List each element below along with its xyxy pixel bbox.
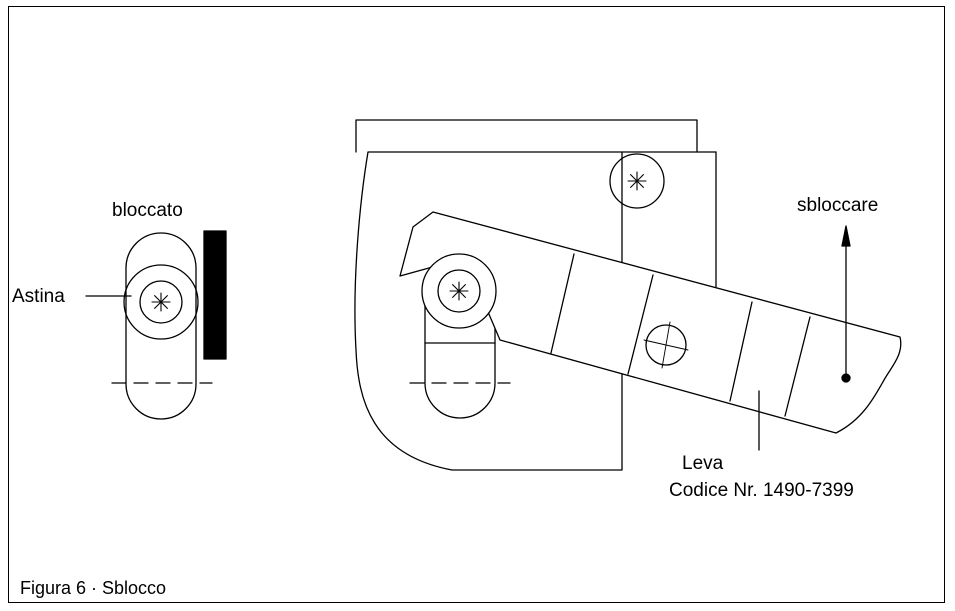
lever-segment-line <box>784 316 811 417</box>
locked-assembly <box>85 230 227 420</box>
unlock-assembly <box>354 119 902 471</box>
screw-star-icon <box>449 281 469 301</box>
lever-segment-line <box>550 253 575 354</box>
lever-label: Leva <box>682 453 724 474</box>
figure-caption: Figura 6 · Sblocco <box>20 578 167 598</box>
figure-frame <box>8 6 945 603</box>
lever-segment-line <box>729 301 753 402</box>
locked-label: bloccato <box>112 200 183 221</box>
crosshair-icon <box>643 321 689 369</box>
part-code-label: Codice Nr. 1490-7399 <box>669 480 854 501</box>
top-plate <box>355 119 698 153</box>
pivot-washer-inner <box>437 269 481 313</box>
unlock-label: sbloccare <box>797 195 879 216</box>
rod-washer-inner <box>139 280 183 324</box>
rod-label: Astina <box>12 286 65 307</box>
unlock-arrow-dot <box>841 373 851 383</box>
housing-body <box>354 151 717 471</box>
slot-plate <box>125 232 197 420</box>
locking-bar <box>203 230 227 360</box>
rod-washer-outer <box>123 264 199 340</box>
lever-segment-line <box>627 274 654 375</box>
corner-screw <box>609 153 665 209</box>
lever-hole <box>645 324 687 366</box>
screw-star-icon <box>627 171 647 191</box>
lever <box>399 211 902 434</box>
unlock-arrow-head <box>841 225 851 247</box>
screw-star-icon <box>151 292 171 312</box>
pivot-slot <box>424 289 496 419</box>
